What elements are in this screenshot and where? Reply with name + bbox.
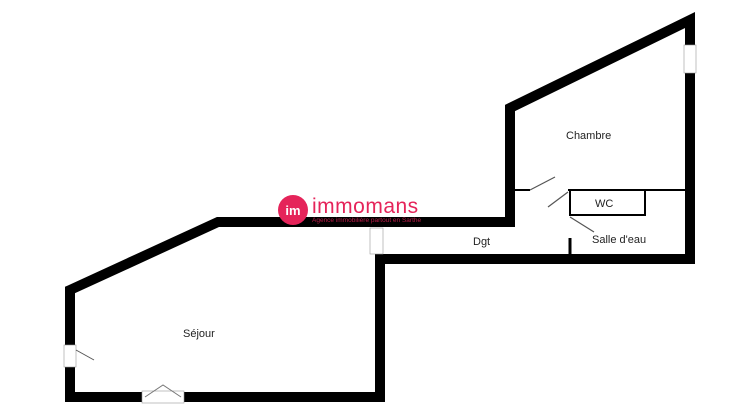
logo-brand: immomans [312,194,419,218]
exterior-walls [65,11,695,402]
entrance-door-swing [144,384,182,398]
entrance-door [141,390,185,404]
wall-wc [569,190,646,216]
room-label-sejour: Séjour [183,328,215,340]
window-swing [75,349,95,361]
door-chambre [529,176,556,191]
window-chambre [683,44,697,74]
window-left [63,344,77,368]
room-label-salle-deau: Salle d'eau [592,234,647,246]
room-label-chambre: Chambre [566,130,612,142]
agency-logo: im immomans Agence immobilière partout e… [278,195,421,225]
room-label-wc: WC [595,198,614,210]
door-wc [547,191,569,208]
logo-tagline: Agence immobilière partout en Sarthe [312,216,422,224]
door-salle-deau [569,216,595,233]
logo-house-icon: im [278,195,308,225]
room-label-dgt: Dgt [473,236,491,248]
opening-sejour-dgt [369,227,384,255]
